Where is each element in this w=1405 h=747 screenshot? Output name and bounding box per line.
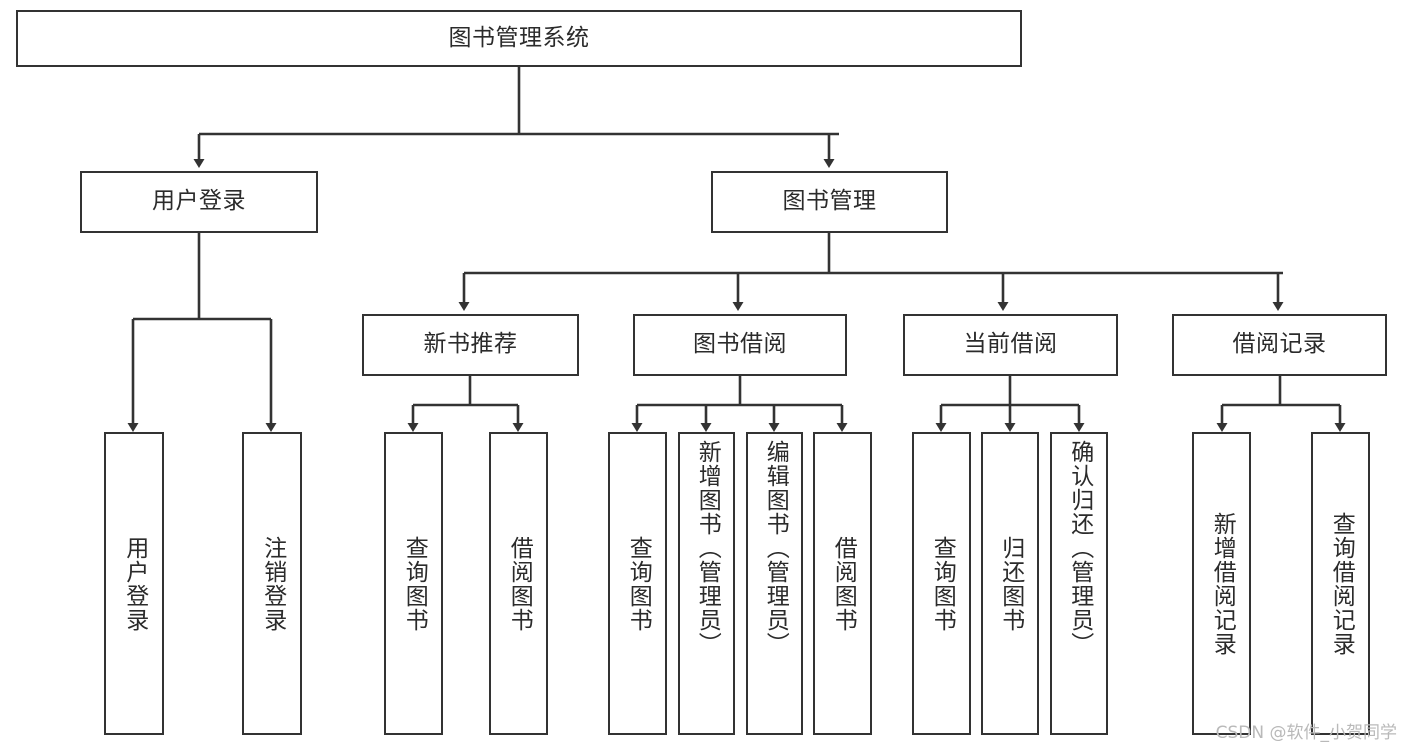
node-book-manage-label: 图书管理 <box>782 188 877 215</box>
leaf-query-book-2-label: 查询图书 <box>625 535 652 632</box>
leaf-confirm-return[interactable]: 确认归还（管理员） <box>1050 432 1108 735</box>
leaf-user-login[interactable]: 用户登录 <box>104 432 164 735</box>
leaf-add-book[interactable]: 新增图书（管理员） <box>678 432 735 735</box>
node-current-borrow[interactable]: 当前借阅 <box>903 314 1118 376</box>
leaf-add-book-label: 新增图书（管理员） <box>694 440 721 656</box>
node-new-book-recommend[interactable]: 新书推荐 <box>362 314 579 376</box>
leaf-add-record[interactable]: 新增借阅记录 <box>1192 432 1251 735</box>
leaf-query-book-3-label: 查询图书 <box>929 535 956 632</box>
leaf-query-book-1[interactable]: 查询图书 <box>384 432 443 735</box>
leaf-borrow-book-1-label: 借阅图书 <box>506 535 533 632</box>
leaf-user-logout[interactable]: 注销登录 <box>242 432 302 735</box>
leaf-query-record[interactable]: 查询借阅记录 <box>1311 432 1370 735</box>
node-current-borrow-label: 当前借阅 <box>963 331 1058 358</box>
leaf-return-book[interactable]: 归还图书 <box>981 432 1039 735</box>
leaf-user-logout-label: 注销登录 <box>259 535 286 632</box>
node-user-login-label: 用户登录 <box>152 188 246 215</box>
node-book-manage[interactable]: 图书管理 <box>711 171 948 233</box>
node-book-borrow[interactable]: 图书借阅 <box>633 314 847 376</box>
node-book-borrow-label: 图书借阅 <box>693 331 787 358</box>
leaf-query-record-label: 查询借阅记录 <box>1328 511 1355 656</box>
leaf-borrow-book-1[interactable]: 借阅图书 <box>489 432 548 735</box>
leaf-edit-book[interactable]: 编辑图书（管理员） <box>746 432 803 735</box>
leaf-borrow-book-2-label: 借阅图书 <box>830 535 857 632</box>
leaf-edit-book-label: 编辑图书（管理员） <box>762 440 789 656</box>
leaf-query-book-1-label: 查询图书 <box>401 535 428 632</box>
leaf-return-book-label: 归还图书 <box>997 535 1024 632</box>
leaf-confirm-return-label: 确认归还（管理员） <box>1066 440 1093 656</box>
node-root[interactable]: 图书管理系统 <box>16 10 1022 67</box>
leaf-query-book-3[interactable]: 查询图书 <box>912 432 971 735</box>
leaf-add-record-label: 新增借阅记录 <box>1209 511 1236 656</box>
node-borrow-record-label: 借阅记录 <box>1232 331 1327 358</box>
node-root-label: 图书管理系统 <box>448 24 590 51</box>
node-new-book-recommend-label: 新书推荐 <box>423 331 518 358</box>
node-user-login[interactable]: 用户登录 <box>80 171 318 233</box>
leaf-borrow-book-2[interactable]: 借阅图书 <box>813 432 872 735</box>
leaf-user-login-label: 用户登录 <box>121 535 148 632</box>
leaf-query-book-2[interactable]: 查询图书 <box>608 432 667 735</box>
node-borrow-record[interactable]: 借阅记录 <box>1172 314 1387 376</box>
